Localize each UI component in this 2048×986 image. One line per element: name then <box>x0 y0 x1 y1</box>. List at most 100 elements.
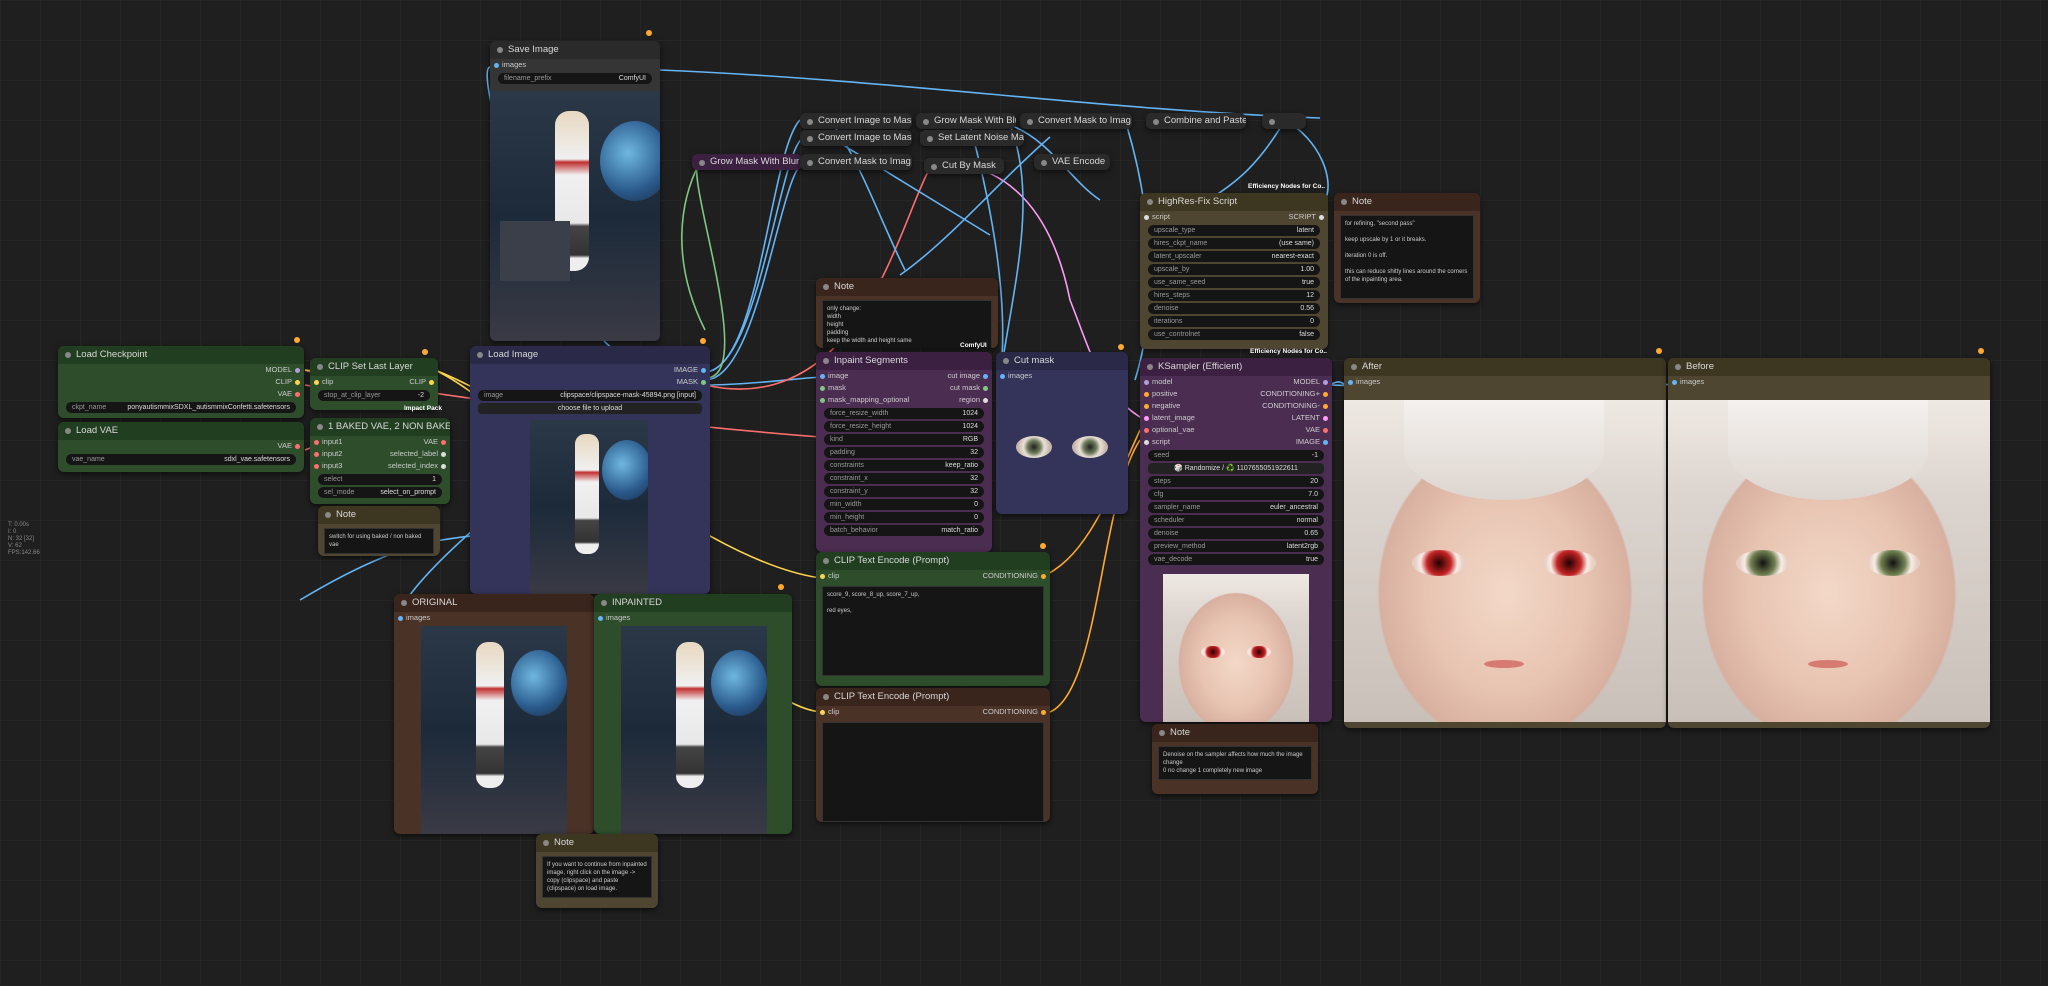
input-input3[interactable]: input3 <box>310 460 342 472</box>
output-clip[interactable]: CLIP <box>58 376 304 388</box>
node-title[interactable]: Load Image <box>470 346 710 364</box>
node-title[interactable]: CLIP Text Encode (Prompt) <box>816 552 1050 570</box>
input-images[interactable]: images <box>594 612 792 624</box>
grow-mask-node-collapsed[interactable]: Grow Mask With Blur <box>692 154 802 170</box>
pin-icon[interactable] <box>294 337 300 343</box>
node-title[interactable]: KSampler (Efficient) <box>1140 358 1332 376</box>
before-preview-node[interactable]: Before images <box>1668 358 1990 728</box>
note-continue-node[interactable]: Note If you want to continue from inpain… <box>536 834 658 908</box>
input-images[interactable]: images <box>1668 376 1990 388</box>
pin-icon[interactable] <box>1118 344 1124 350</box>
cut-by-mask-node[interactable]: Cut By Mask <box>924 158 1004 174</box>
input-mask[interactable]: mask <box>816 382 846 394</box>
input-script[interactable]: script <box>1140 436 1170 448</box>
set-latent-noise-mask-node[interactable]: Set Latent Noise Mas <box>920 130 1024 146</box>
output-region[interactable]: region <box>959 394 992 406</box>
prompt-textarea[interactable]: score_9, score_8_up, score_7_up, red eye… <box>822 586 1044 676</box>
pin-icon[interactable] <box>646 30 652 36</box>
node-title[interactable]: Convert Image to Mas <box>800 113 912 129</box>
output-latent[interactable]: LATENT <box>1292 412 1332 424</box>
pin-icon[interactable] <box>778 584 784 590</box>
note-refining-node[interactable]: Note for refining, "second pass" keep up… <box>1334 193 1480 303</box>
input-clip[interactable]: clip <box>816 570 839 582</box>
prompt-textarea[interactable] <box>822 722 1044 822</box>
clip-set-last-layer-node[interactable]: CLIP Set Last Layer clip CLIP stop_at_cl… <box>310 358 438 410</box>
node-title[interactable]: 1 BAKED VAE, 2 NON BAKED <box>310 418 450 436</box>
input-script[interactable]: script <box>1140 211 1170 223</box>
node-title[interactable]: Note <box>1334 193 1480 211</box>
input-clip[interactable]: clip <box>816 706 839 718</box>
convert-image-to-mask-node-2[interactable]: Convert Image to Mas <box>800 130 912 146</box>
input-latent-image[interactable]: latent_image <box>1140 412 1195 424</box>
node-title[interactable]: Set Latent Noise Mas <box>920 130 1024 146</box>
node-title[interactable]: INPAINTED <box>594 594 792 612</box>
input-images[interactable]: images <box>1344 376 1666 388</box>
node-title[interactable]: Note <box>536 834 658 852</box>
output-vae[interactable]: VAE <box>1306 424 1332 436</box>
input-image[interactable]: image <box>816 370 848 382</box>
output-conditioning-negative[interactable]: CONDITIONING- <box>1262 400 1332 412</box>
convert-mask-to-image-node-1[interactable]: Convert Mask to Imag <box>800 154 912 170</box>
input-optional-vae[interactable]: optional_vae <box>1140 424 1195 436</box>
input-images[interactable]: images <box>490 59 660 71</box>
input-images[interactable]: images <box>996 370 1128 382</box>
note-denoise-node[interactable]: Note Denoise on the sampler affects how … <box>1152 724 1318 794</box>
load-checkpoint-node[interactable]: Load Checkpoint MODEL CLIP VAE ckpt_name… <box>58 346 304 418</box>
node-title[interactable]: Grow Mask With Blur <box>692 154 802 170</box>
grow-mask-node[interactable]: Grow Mask With Blur <box>916 113 1016 129</box>
node-title[interactable]: Before <box>1668 358 1990 376</box>
upload-button[interactable]: choose file to upload <box>478 403 702 414</box>
node-title[interactable]: VAE Encode <box>1034 154 1110 170</box>
node-title[interactable]: ORIGINAL <box>394 594 594 612</box>
output-vae[interactable]: VAE <box>424 436 450 448</box>
input-negative[interactable]: negative <box>1140 400 1180 412</box>
node-title[interactable]: Note <box>1152 724 1318 742</box>
node-title[interactable]: Load VAE <box>58 422 304 440</box>
node-title[interactable]: Load Checkpoint <box>58 346 304 364</box>
output-model[interactable]: MODEL <box>1293 376 1332 388</box>
pin-icon[interactable] <box>422 349 428 355</box>
input-model[interactable]: model <box>1140 376 1172 388</box>
input-clip[interactable]: clip <box>310 376 333 388</box>
node-title[interactable]: Cut By Mask <box>924 158 1004 174</box>
node-title[interactable]: HighRes-Fix Script <box>1140 193 1328 211</box>
note-switch-node[interactable]: Note switch for using baked / non baked … <box>318 506 440 556</box>
node-title[interactable]: Convert Mask to Imag <box>800 154 912 170</box>
stop-at-clip-layer-widget[interactable]: stop_at_clip_layer-2 <box>318 390 430 401</box>
cut-mask-preview-node[interactable]: Cut mask images <box>996 352 1128 514</box>
note-text[interactable]: Denoise on the sampler affects how much … <box>1158 746 1312 780</box>
input-positive[interactable]: positive <box>1140 388 1177 400</box>
combine-and-paste-node[interactable]: Combine and Paste <box>1146 113 1246 129</box>
node-title[interactable]: Grow Mask With Blur <box>916 113 1016 129</box>
after-preview-node[interactable]: After images <box>1344 358 1666 728</box>
output-conditioning[interactable]: CONDITIONING <box>983 706 1050 718</box>
combine-output-node[interactable] <box>1262 113 1306 129</box>
